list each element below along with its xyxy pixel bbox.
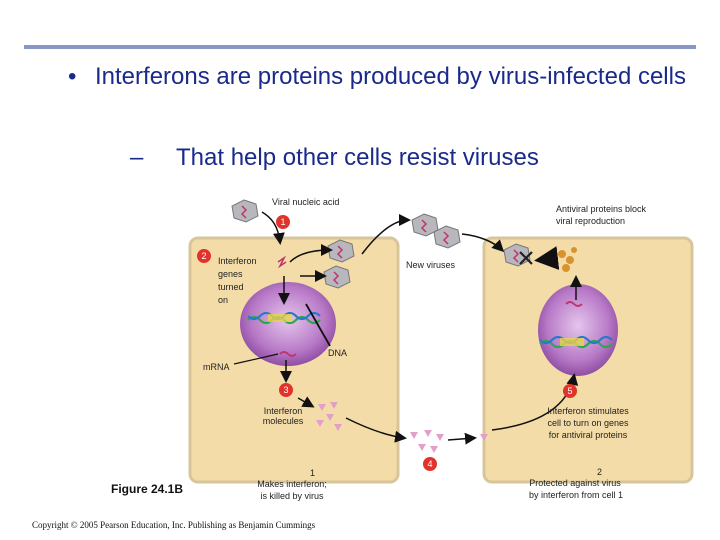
bullet-text: Interferons are proteins produced by vir… — [95, 63, 686, 90]
cell2-desc-1: Protected against virus — [529, 478, 621, 488]
label-interferon-genes-4: on — [218, 295, 228, 305]
arrow-make-interferon — [297, 396, 315, 408]
interferon-molecules-released — [410, 430, 444, 453]
cell1-desc-1: Makes interferon; — [257, 479, 327, 489]
dna-pointer-line — [305, 303, 331, 347]
arrow-release — [361, 214, 411, 255]
mrna-squiggle-cell-1 — [279, 351, 297, 357]
label-interferon-genes-2: genes — [218, 269, 243, 279]
label-antiviral-proteins-1: Antiviral proteins block — [556, 204, 647, 214]
svg-text:3: 3 — [283, 385, 288, 395]
label-dna: DNA — [328, 348, 347, 358]
label-new-viruses: New viruses — [406, 260, 456, 270]
label-interferon-molecules-1: Interferon — [264, 406, 303, 416]
svg-text:1: 1 — [280, 217, 285, 227]
antiviral-gene-highlight — [560, 338, 584, 346]
virus-entering — [231, 199, 259, 223]
label-mrna: mRNA — [203, 362, 230, 372]
svg-text:2: 2 — [201, 251, 206, 261]
arrow-secrete — [345, 417, 407, 443]
arrow-to-cell-2 — [461, 233, 505, 253]
label-stimulates-3: for antiviral proteins — [549, 430, 628, 440]
mrna-pointer-line — [233, 353, 279, 365]
sub-bullet-text: That help other cells resist viruses — [176, 144, 539, 171]
step-marker-4: 4 — [423, 457, 437, 471]
figure-caption: Figure 24.1B — [111, 482, 183, 496]
label-antiviral-proteins-2: viral reproduction — [556, 216, 625, 226]
step-marker-3: 3 — [279, 383, 293, 397]
step-marker-2: 2 — [197, 249, 211, 263]
svg-text:5: 5 — [567, 386, 572, 396]
label-stimulates-1: Interferon stimulates — [547, 406, 629, 416]
label-interferon-molecules-2: molecules — [263, 416, 304, 426]
copyright-notice: Copyright © 2005 Pearson Education, Inc.… — [32, 520, 316, 530]
viral-nucleic-acid-strand — [277, 255, 287, 269]
interferon-receptor-cell-2 — [480, 434, 488, 441]
nucleus-cell-1 — [240, 282, 336, 366]
virus-released-1 — [411, 213, 439, 237]
label-stimulates-2: cell to turn on genes — [547, 418, 629, 428]
interferon-molecules-cell-1 — [316, 402, 342, 431]
svg-text:4: 4 — [427, 459, 432, 469]
label-viral-nucleic-acid: Viral nucleic acid — [272, 197, 339, 207]
virus-released-2 — [433, 225, 461, 249]
cell2-title: 2 — [597, 467, 602, 477]
step-marker-5: 5 — [563, 384, 577, 398]
interferon-gene-highlight — [268, 314, 292, 322]
label-interferon-genes-1: Interferon — [218, 256, 257, 266]
step-marker-1: 1 — [276, 215, 290, 229]
antiviral-proteins — [534, 246, 577, 272]
nucleus-cell-2 — [538, 284, 618, 376]
cell1-desc-2: is killed by virus — [260, 491, 324, 501]
virus-new-2 — [323, 265, 351, 289]
cell2-desc-2: by interferon from cell 1 — [529, 490, 623, 500]
bullet-symbol: • — [68, 63, 77, 90]
header-rule — [24, 45, 696, 49]
sub-bullet-dash: – — [130, 144, 144, 171]
arrow-new-viruses — [289, 244, 333, 263]
arrow-bind — [447, 432, 477, 445]
arrow-infection — [261, 211, 285, 245]
mrna-squiggle-cell-2 — [565, 301, 583, 307]
label-interferon-genes-3: turned — [218, 282, 244, 292]
cell1-title: 1 — [310, 468, 315, 478]
